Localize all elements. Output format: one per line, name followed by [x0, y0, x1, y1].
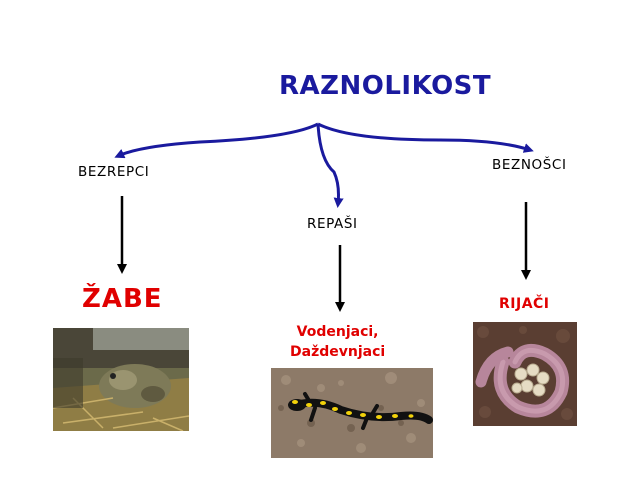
group-bezrepci: BEZREPCI [78, 164, 150, 180]
blue-arrow-middle [316, 123, 344, 208]
result-vodenjaci-line2: Daždevnjaci [290, 344, 386, 360]
blue-arrow-left [114, 122, 319, 159]
salamander-photo [271, 368, 433, 458]
result-rijaci: RIJAČI [499, 296, 550, 312]
result-zabe: ŽABE [82, 284, 163, 314]
blue-arrow-right [317, 122, 534, 153]
diagram-title: RAZNOLIKOST [279, 71, 492, 101]
group-beznosci: BEZNOŠCI [492, 157, 567, 173]
result-vodenjaci-line1: Vodenjaci, [296, 324, 379, 340]
frog-photo [53, 328, 189, 431]
group-repasi: REPAŠI [307, 216, 358, 232]
result-vodenjaci: Vodenjaci, Daždevnjaci [290, 322, 385, 362]
caecilian-photo [473, 322, 577, 426]
